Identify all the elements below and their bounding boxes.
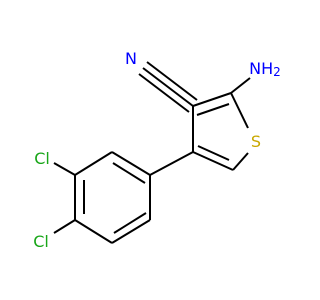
bond-nitrile-c bbox=[146, 61, 198, 101]
bond-nitrile-b bbox=[138, 73, 190, 113]
bond-nitrile-a bbox=[142, 67, 194, 107]
molecule-diagram: N NH2 S Cl Cl bbox=[33, 49, 281, 251]
bond-b5-b6 bbox=[111, 219, 151, 244]
atom-label-layer: N NH2 S Cl Cl bbox=[33, 49, 281, 251]
bond-c2-s bbox=[230, 92, 249, 129]
bond-layer bbox=[53, 61, 251, 244]
bond-b1-b2 bbox=[111, 151, 151, 176]
bond-b3-cl bbox=[53, 162, 76, 176]
bond-c2-n-amino bbox=[230, 77, 251, 94]
bond-c5-c4-inner bbox=[197, 145, 230, 161]
bond-c5-c4 bbox=[192, 151, 234, 171]
bond-c3-c2 bbox=[192, 92, 232, 107]
bond-b5-b6-inner bbox=[113, 212, 147, 234]
bond-b2-b3 bbox=[74, 151, 113, 176]
atom-label-amino: NH2 bbox=[249, 59, 281, 80]
atom-label-nitrile-n: N bbox=[125, 49, 137, 68]
bond-b4-b5 bbox=[74, 219, 113, 244]
bond-c4-aryl bbox=[149, 151, 194, 176]
atom-label-chlorine-3: Cl bbox=[34, 149, 50, 168]
atom-label-sulfur: S bbox=[251, 132, 261, 151]
bond-c3-c2-inner bbox=[196, 103, 230, 116]
bond-s-c5 bbox=[232, 152, 249, 171]
bond-b4-cl bbox=[53, 219, 76, 234]
bond-b1-b2-inner bbox=[112, 162, 146, 184]
atom-label-chlorine-4: Cl bbox=[33, 232, 49, 251]
